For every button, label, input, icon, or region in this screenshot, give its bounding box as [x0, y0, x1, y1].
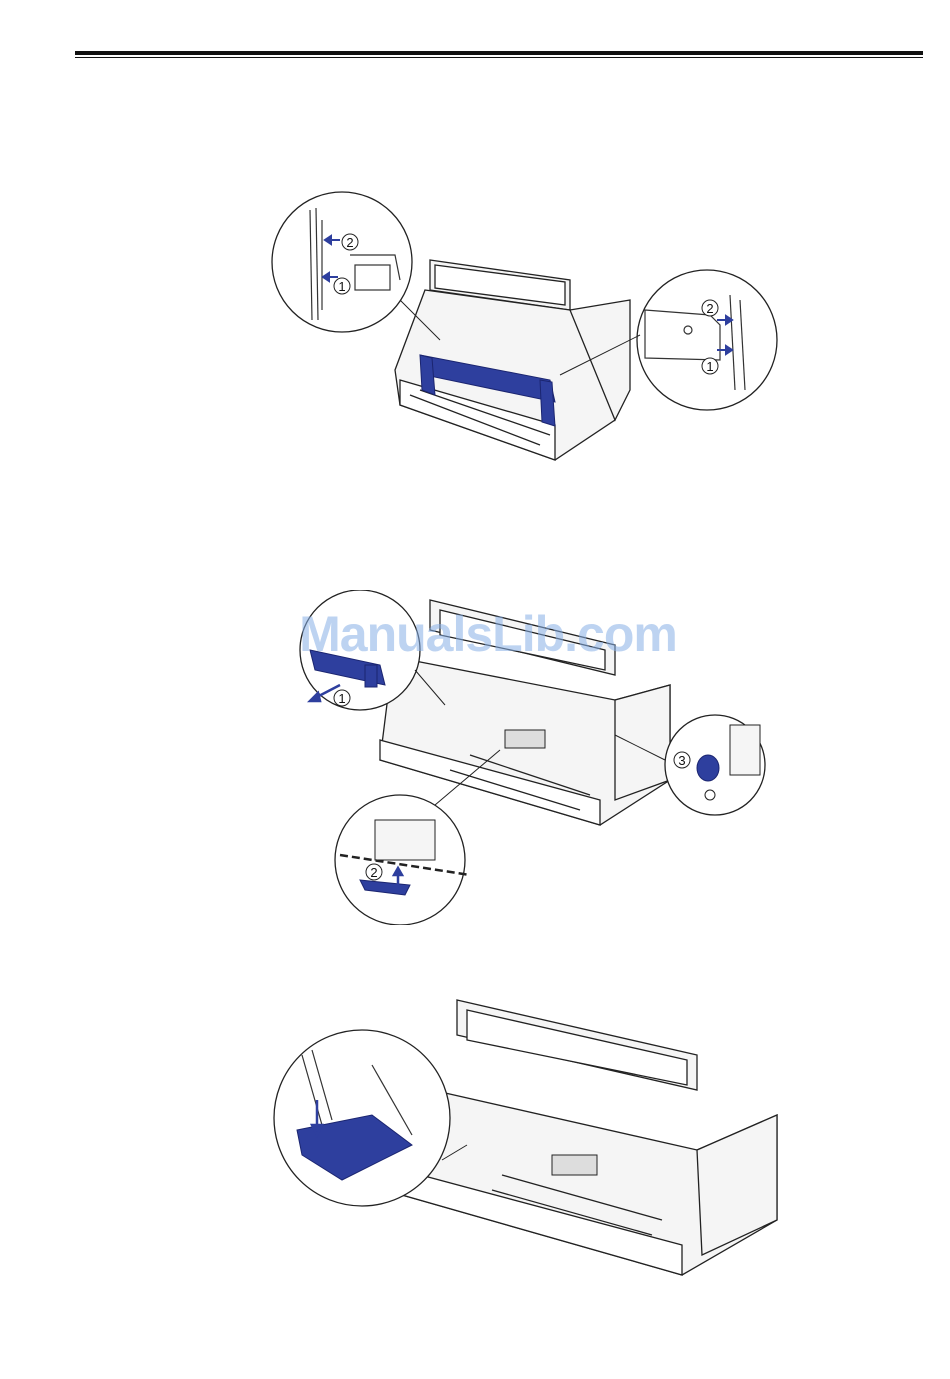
callout-left-2: 2	[346, 235, 353, 250]
figure-lever-press-down	[262, 995, 782, 1290]
header-rule	[75, 51, 923, 55]
callout-step-3: 3	[678, 753, 685, 768]
callout-step-1: 1	[338, 691, 345, 706]
figure-ribbon-guide-removal: 2 1 2 1	[270, 190, 780, 465]
callout-right-1: 1	[706, 359, 713, 374]
watermark: ManualsLib.com	[268, 605, 708, 663]
platen-knob-part	[697, 755, 719, 781]
callout-right-2: 2	[706, 301, 713, 316]
header-rule-thin	[75, 57, 923, 58]
callout-left-1: 1	[338, 279, 345, 294]
callout-step-2: 2	[370, 865, 377, 880]
